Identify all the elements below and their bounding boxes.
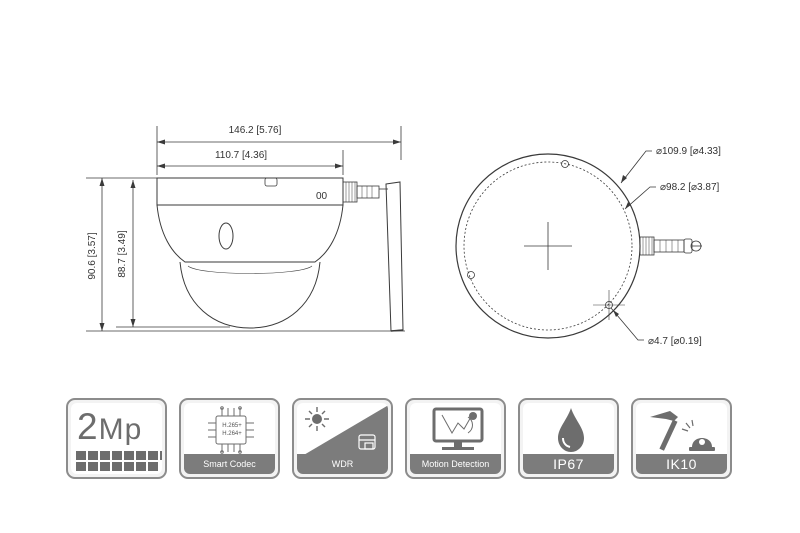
sun-icon bbox=[297, 405, 388, 459]
technical-drawing: 00 146.2 [5.76] 110.7 [4.36] 90.6 [3.57]… bbox=[86, 125, 721, 347]
dim-body-height: 88.7 [3.49] bbox=[117, 230, 128, 277]
dim-outer-diameter: ⌀109.9 [⌀4.33] bbox=[656, 146, 721, 157]
chip-line-1: H.265+ bbox=[222, 423, 242, 429]
dim-body-width: 110.7 [4.36] bbox=[215, 150, 267, 161]
chip-icon bbox=[208, 406, 254, 454]
hammer-icon bbox=[650, 411, 715, 451]
dim-total-height: 90.6 [3.57] bbox=[87, 232, 98, 279]
feature-badge-resolution: 2Mp bbox=[66, 398, 167, 479]
dim-mount-diameter: ⌀98.2 [⌀3.87] bbox=[660, 182, 720, 193]
side-view: 00 bbox=[86, 126, 405, 332]
feature-label-smart-codec: Smart Codec bbox=[184, 454, 275, 474]
feature-badge-ik10: IK10 bbox=[631, 398, 732, 479]
chip-line-2: H.264+ bbox=[222, 431, 242, 437]
monitor-icon bbox=[432, 407, 484, 450]
feature-badge-smart-codec: H.265+ H.264+ Smart Codec bbox=[179, 398, 280, 479]
svg-text:00: 00 bbox=[316, 191, 328, 202]
feature-label-wdr: WDR bbox=[297, 454, 388, 474]
water-drop-icon bbox=[558, 408, 584, 452]
top-view bbox=[455, 150, 702, 341]
dim-hole-diameter: ⌀4.7 [⌀0.19] bbox=[648, 336, 702, 347]
megapixel-label: 2Mp bbox=[77, 406, 143, 447]
feature-label-ip67: IP67 bbox=[523, 454, 614, 474]
feature-label-motion-detection: Motion Detection bbox=[410, 454, 501, 474]
feature-badge-ip67: IP67 bbox=[518, 398, 619, 479]
dim-total-width: 146.2 [5.76] bbox=[229, 125, 282, 136]
megapixel-icon bbox=[76, 451, 162, 471]
feature-label-ik10: IK10 bbox=[636, 454, 727, 474]
feature-badge-motion-detection: Motion Detection bbox=[405, 398, 506, 479]
feature-badge-wdr: WDR bbox=[292, 398, 393, 479]
